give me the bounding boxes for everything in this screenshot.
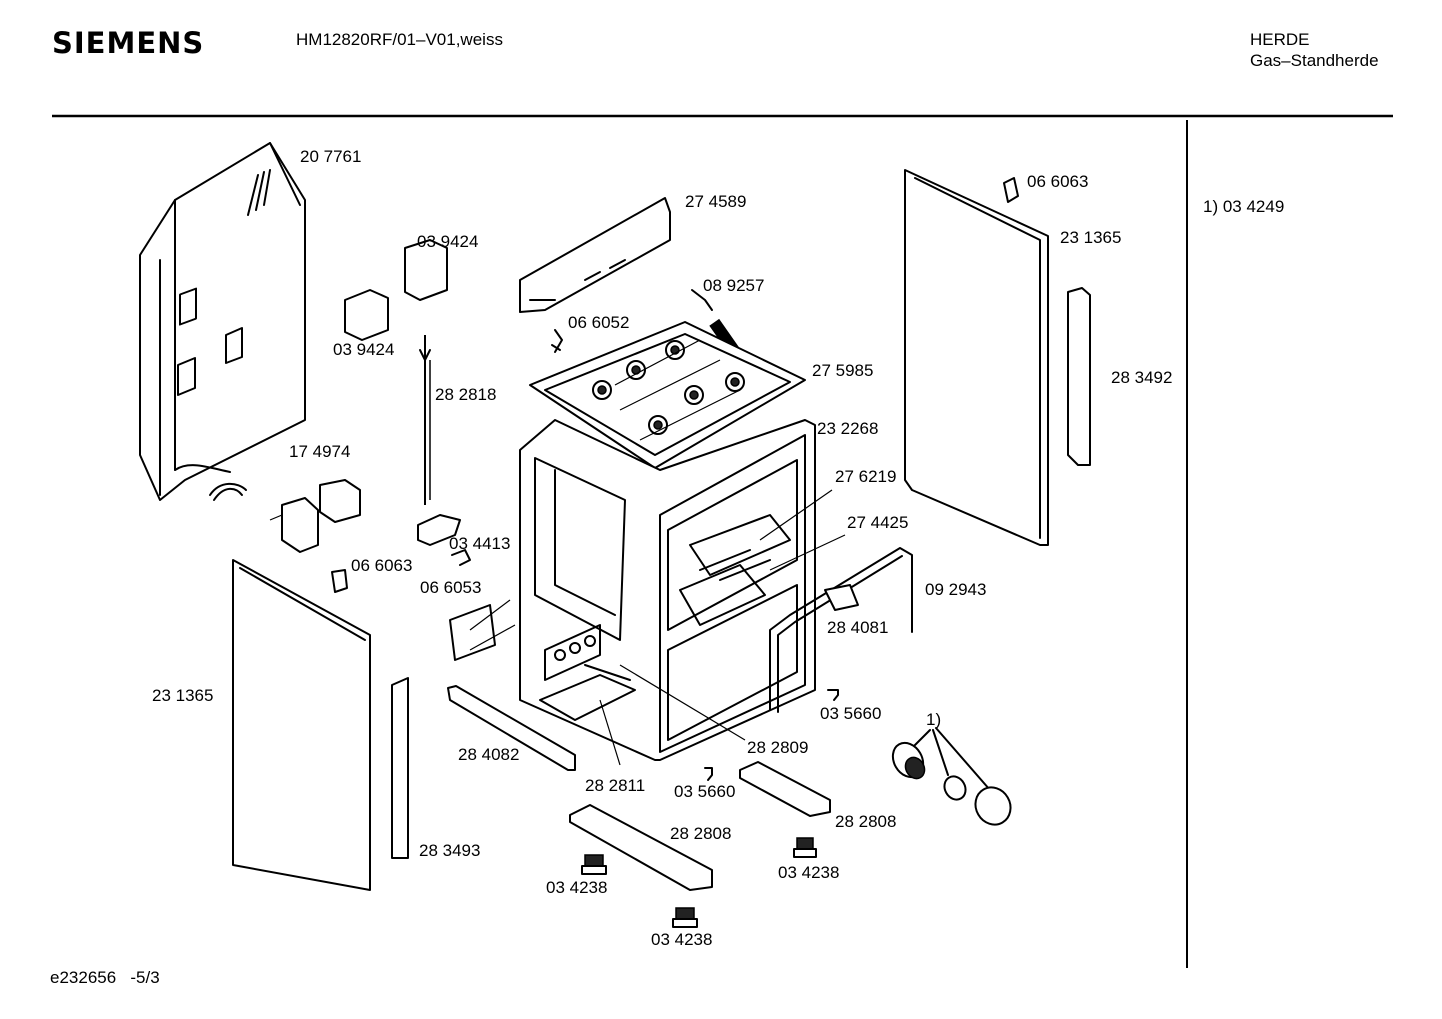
part-label-283492[interactable]: 28 3492 [1111, 368, 1173, 387]
product-category: HERDE [1250, 30, 1310, 49]
part-label-284081[interactable]: 28 4081 [827, 618, 889, 637]
hob-tray-drawing [529, 321, 806, 469]
screw-right-drawing [827, 689, 839, 701]
part-label-207761[interactable]: 20 7761 [300, 147, 362, 166]
foot-bottom-drawing [672, 907, 698, 928]
side-panel-right-drawing [904, 169, 1049, 546]
model-number: HM12820RF/01–V01,weiss [296, 30, 503, 49]
leader-lines [269, 489, 846, 766]
foot-left-drawing [581, 854, 607, 875]
part-label-035660-right[interactable]: 03 5660 [820, 704, 882, 723]
part-label-282808-left[interactable]: 28 2808 [670, 824, 732, 843]
part-label-034238-bottom[interactable]: 03 4238 [651, 930, 713, 949]
part-label-276219[interactable]: 27 6219 [835, 467, 897, 486]
part-label-282808-right[interactable]: 28 2808 [835, 812, 897, 831]
part-label-231365-right[interactable]: 23 1365 [1060, 228, 1122, 247]
part-label-282818[interactable]: 28 2818 [435, 385, 497, 404]
bracket-174974-drawing [281, 497, 319, 553]
part-label-066052[interactable]: 06 6052 [568, 313, 630, 332]
part-label-066063-right[interactable]: 06 6063 [1027, 172, 1089, 191]
part-label-039424-left[interactable]: 03 9424 [333, 340, 395, 359]
page-number: -5/3 [130, 968, 160, 987]
part-label-282811[interactable]: 28 2811 [585, 776, 646, 795]
part-label-034413[interactable]: 03 4413 [449, 534, 511, 553]
part-label-231365-left[interactable]: 23 1365 [152, 686, 214, 705]
foot-rail-left-drawing [569, 804, 713, 891]
rear-rail-drawing [519, 197, 671, 313]
part-label-092943[interactable]: 09 2943 [925, 580, 987, 599]
footnote-part-number: 1) 03 4249 [1203, 197, 1285, 216]
part-label-282809[interactable]: 28 2809 [747, 738, 809, 757]
knob-group-drawing [891, 727, 1012, 826]
part-label-274589[interactable]: 27 4589 [685, 192, 747, 211]
holder-034413-drawing [417, 514, 461, 546]
part-label-275985[interactable]: 27 5985 [812, 361, 874, 380]
clip-066053-drawing [451, 549, 471, 566]
part-label-089257[interactable]: 08 9257 [703, 276, 765, 295]
part-label-174974[interactable]: 17 4974 [289, 442, 351, 461]
part-label-232268[interactable]: 23 2268 [817, 419, 879, 438]
hook-drawing [209, 482, 247, 501]
foot-right-drawing [793, 837, 817, 858]
rod-drawing [419, 335, 431, 505]
footer: e232656 -5/3 [50, 968, 160, 988]
block-174974-drawing [319, 479, 361, 523]
bracket-left-drawing [344, 289, 389, 341]
part-label-035660-bottom[interactable]: 03 5660 [674, 782, 736, 801]
part-label-034238-right[interactable]: 03 4238 [778, 863, 840, 882]
clip-066063-left-drawing [331, 569, 348, 593]
side-panel-left-drawing [232, 559, 371, 891]
burner-assembly-drawing [679, 514, 791, 626]
strip-283492-drawing [1067, 287, 1091, 466]
oven-frame-drawing [519, 419, 816, 761]
rail-284082-drawing [447, 685, 576, 771]
product-subcategory: Gas–Standherde [1250, 51, 1379, 70]
strip-283493-drawing [391, 677, 409, 859]
part-label-283493[interactable]: 28 3493 [419, 841, 481, 860]
part-label-274425[interactable]: 27 4425 [847, 513, 909, 532]
part-label-066053[interactable]: 06 6053 [420, 578, 482, 597]
part-label-066063-left[interactable]: 06 6063 [351, 556, 413, 575]
back-panel-drawing [139, 142, 306, 501]
part-label-034238-left[interactable]: 03 4238 [546, 878, 608, 897]
clip-066052-drawing [551, 329, 563, 353]
part-label-knob-group[interactable]: 1) [926, 710, 942, 729]
screw-bottom-drawing [704, 767, 713, 781]
document-id: e232656 [50, 968, 117, 987]
clip-066063-right-drawing [1003, 177, 1019, 203]
control-box-drawing [449, 604, 496, 661]
foot-rail-right-drawing [739, 761, 831, 817]
brand-logo: SIEMENS [52, 26, 205, 60]
bracket-284081-drawing [824, 584, 859, 611]
part-label-039424-right[interactable]: 03 9424 [417, 232, 479, 251]
part-label-284082[interactable]: 28 4082 [458, 745, 520, 764]
bracket-right-drawing [404, 239, 448, 301]
